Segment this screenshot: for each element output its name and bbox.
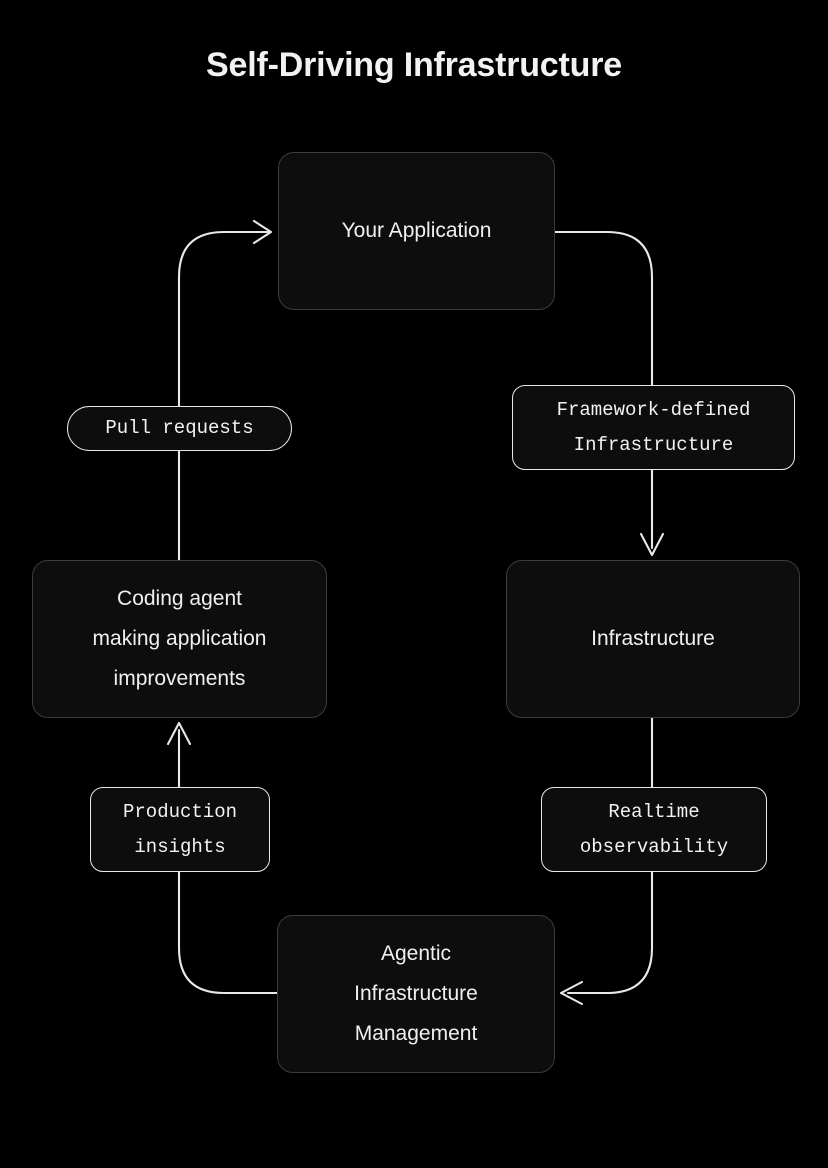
node-your-application[interactable]: Your Application <box>278 152 555 310</box>
edge-label-production-insights: Production insights <box>90 787 270 872</box>
edge-label-realtime-observability: Realtime observability <box>541 787 767 872</box>
edge-your-application-to-infrastructure <box>553 230 654 550</box>
edge-infrastructure-to-agentic-management <box>566 716 654 995</box>
edge-label-framework-defined-infrastructure: Framework-defined Infrastructure <box>512 385 795 470</box>
arrowhead-into-coding-agent <box>166 721 192 746</box>
arrowhead-into-infrastructure <box>639 532 665 557</box>
edge-agentic-management-to-coding-agent <box>177 728 279 995</box>
node-coding-agent[interactable]: Coding agent making application improvem… <box>32 560 327 718</box>
node-infrastructure[interactable]: Infrastructure <box>506 560 800 718</box>
edge-coding-agent-to-your-application <box>177 230 270 562</box>
edge-label-pull-requests: Pull requests <box>67 406 292 451</box>
arrowhead-into-your-application <box>252 219 273 245</box>
page-title: Self-Driving Infrastructure <box>206 46 622 84</box>
node-agentic-infrastructure-management[interactable]: Agentic Infrastructure Management <box>277 915 555 1073</box>
arrowhead-into-agentic-management <box>559 980 584 1006</box>
